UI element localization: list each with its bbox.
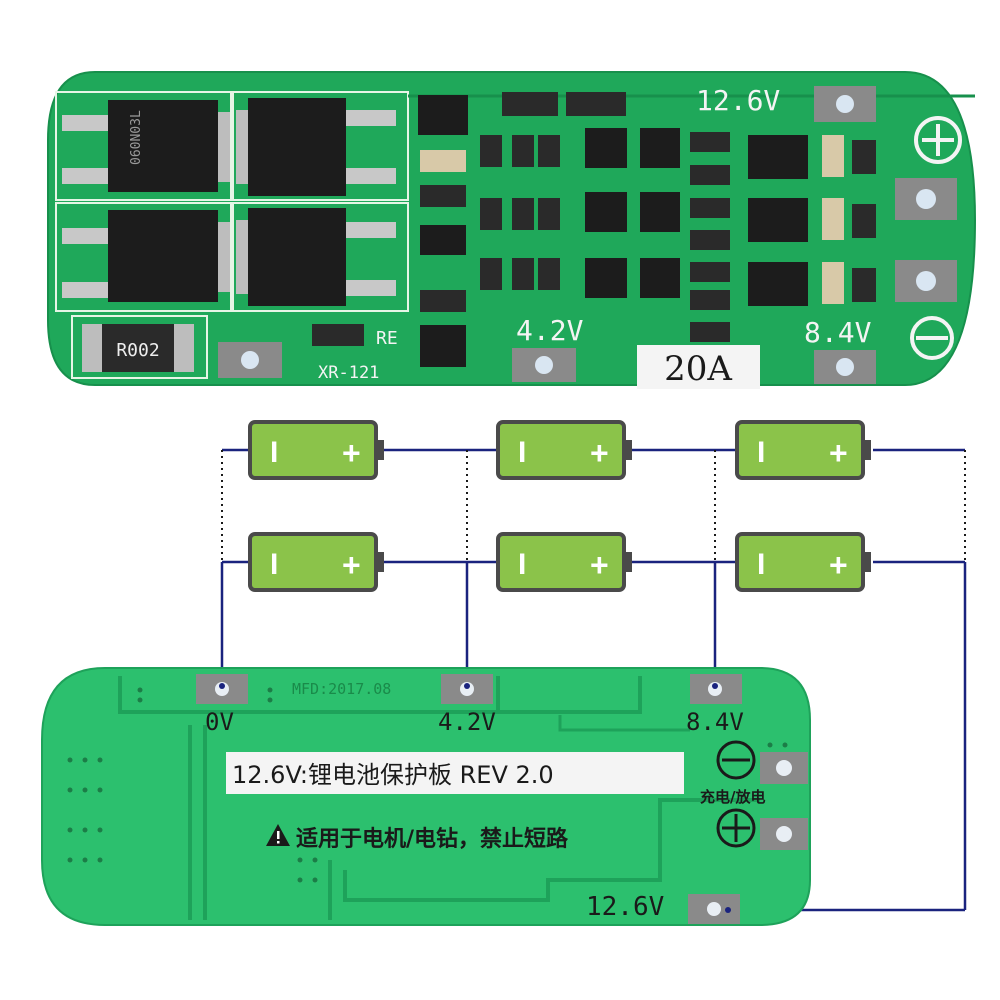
bottom-label-0v: 0V: [205, 708, 234, 736]
battery-terminal-cap: [624, 440, 632, 460]
bottom-warning: 适用于电机/电钻，禁止短路: [296, 826, 569, 852]
battery-terminal-cap: [376, 552, 384, 572]
smd-component-grid: [312, 92, 876, 367]
top-label-model: XR-121: [318, 363, 379, 383]
battery-minus-label: I: [270, 548, 278, 581]
top-label-4v2: 4.2V: [516, 314, 584, 347]
battery-minus-label: I: [518, 548, 526, 581]
top-minus-icon: [910, 316, 954, 360]
battery-minus-label: I: [270, 436, 278, 469]
rating-badge-bg: [637, 345, 760, 389]
bottom-solder-pads: [196, 674, 808, 924]
battery-terminal-cap: [376, 440, 384, 460]
battery-terminal-cap: [863, 552, 871, 572]
bottom-label-8v4: 8.4V: [686, 708, 744, 736]
battery-plus-label: +: [342, 547, 361, 583]
wiring-parallel-dotted: [221, 450, 966, 562]
top-label-8v4: 8.4V: [804, 316, 872, 349]
battery-terminal-cap: [863, 440, 871, 460]
bottom-minus-icon: [716, 740, 756, 780]
battery-plus-label: +: [829, 547, 848, 583]
bottom-label-mfd: MFD:2017.08: [292, 680, 391, 698]
battery-cell: I+: [735, 420, 871, 480]
bottom-label-12v6: 12.6V: [586, 892, 664, 922]
bottom-title: 12.6V:锂电池保护板 REV 2.0: [232, 761, 554, 789]
battery-terminal-cap: [624, 552, 632, 572]
mosfet-q2: [62, 210, 230, 302]
battery-cell: I+: [496, 532, 632, 592]
mosfet-q1: 060N03L: [62, 100, 230, 192]
shunt-resistor: R002: [82, 324, 194, 372]
battery-plus-label: +: [590, 435, 609, 471]
battery-cell: I+: [248, 420, 384, 480]
top-pcb-board: 060N03L R002: [47, 71, 977, 389]
battery-cell: I+: [496, 420, 632, 480]
bottom-pcb-board: MFD:2017.08 0V 4.2V 8.4V 12.6V 12.6V:锂电池…: [41, 667, 811, 926]
shunt-label: R002: [116, 340, 159, 361]
top-solder-pads: [218, 86, 957, 384]
wire-terminals: [219, 683, 731, 913]
bottom-charge-label: 充电/放电: [700, 788, 765, 806]
battery-minus-label: I: [757, 548, 765, 581]
title-plate: [226, 752, 684, 794]
battery-cell: I+: [248, 532, 384, 592]
battery-plus-label: +: [829, 435, 848, 471]
svg-text:060N03L: 060N03L: [129, 110, 144, 165]
warning-icon: [266, 824, 290, 846]
top-plus-icon: [914, 116, 962, 164]
battery-plus-label: +: [342, 435, 361, 471]
battery-cell: I+: [735, 532, 871, 592]
mosfet-q3: [236, 98, 396, 196]
bottom-plus-icon: [716, 808, 756, 848]
bottom-label-4v2: 4.2V: [438, 708, 496, 736]
top-label-re: RE: [376, 328, 398, 349]
mosfet-q4: [236, 208, 396, 306]
top-label-20a: 20A: [664, 349, 732, 389]
battery-array: I+I+I+I+I+I+: [248, 420, 871, 592]
battery-plus-label: +: [590, 547, 609, 583]
top-label-12v6: 12.6V: [696, 84, 780, 117]
battery-minus-label: I: [518, 436, 526, 469]
wiring: [220, 448, 967, 912]
battery-minus-label: I: [757, 436, 765, 469]
